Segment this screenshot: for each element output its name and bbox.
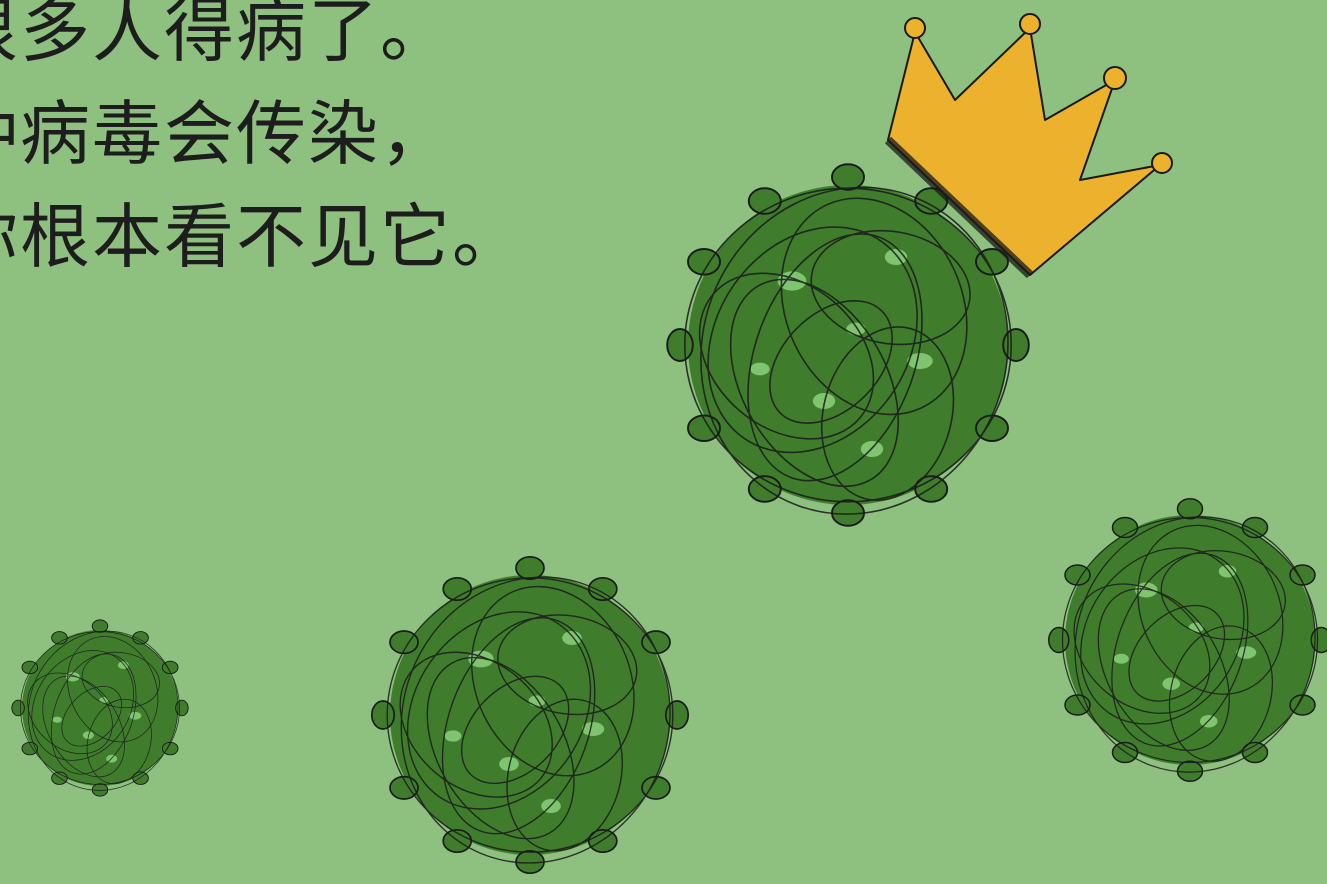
story-line-3: 你根本看不见它。 [0,196,524,278]
virus-icon [6,610,200,812]
crowned-virus-icon [655,13,1173,558]
story-text: 很多人得病了。 种病毒会传染， 你根本看不见它。 [0,0,524,289]
story-line-2: 种病毒会传染， [0,93,452,175]
story-line-1: 很多人得病了。 [0,0,452,72]
crown-icon [884,13,1173,279]
virus-icon [1039,483,1327,806]
virus-icon [361,539,710,884]
